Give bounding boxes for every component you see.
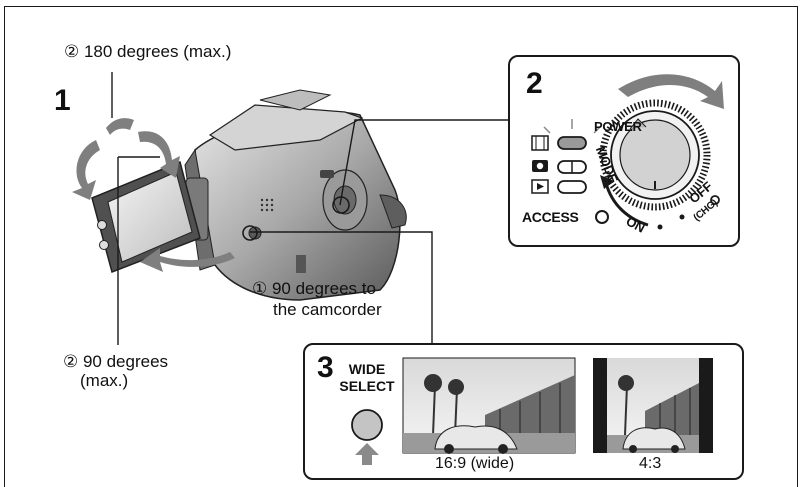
wide-select-label-line2: SELECT bbox=[339, 378, 395, 394]
standard-caption: 4:3 bbox=[639, 455, 662, 472]
wide-select-marker bbox=[242, 225, 258, 241]
access-lamp bbox=[595, 210, 609, 224]
movie-lamp bbox=[557, 136, 587, 150]
callout-180-degrees: ② 180 degrees (max.) bbox=[64, 42, 232, 61]
callout-90-degrees-max-line1: ② 90 degrees bbox=[63, 352, 169, 371]
leader-lines bbox=[111, 72, 510, 345]
play-lamp bbox=[557, 180, 587, 194]
step-number-2: 2 bbox=[526, 67, 543, 100]
power-switch-marker bbox=[332, 196, 350, 214]
power-dial-graphic bbox=[531, 74, 724, 230]
standard-photo-thumbnail bbox=[593, 358, 713, 453]
dial-rotate-arrow bbox=[618, 74, 724, 109]
wide-select-button-icon bbox=[351, 409, 383, 441]
playback-icon bbox=[531, 179, 549, 194]
camera-icon bbox=[532, 160, 548, 172]
wide-select-label-line1: WIDE bbox=[348, 361, 386, 377]
movie-icon bbox=[531, 135, 549, 151]
wide-select-graphics bbox=[351, 357, 713, 465]
step-number-1: 1 bbox=[54, 84, 71, 117]
step-number-3: 3 bbox=[317, 351, 334, 384]
figure-frame bbox=[4, 6, 798, 487]
wide-select-panel: 3 WIDE SELECT bbox=[303, 343, 744, 480]
wide-caption: 16:9 (wide) bbox=[435, 455, 515, 472]
callout-90-degrees-to-camcorder-line2: the camcorder bbox=[273, 300, 382, 319]
camcorder-body bbox=[184, 89, 407, 301]
access-label: ACCESS bbox=[522, 209, 579, 225]
lcd-screen bbox=[91, 160, 201, 273]
callout-90-degrees-max-line2: (max.) bbox=[80, 371, 129, 390]
callout-90-degrees-to-camcorder-line1: ① 90 degrees to bbox=[252, 279, 376, 298]
press-arrow-icon bbox=[355, 443, 379, 465]
power-switch-panel: 2 bbox=[508, 55, 740, 247]
rotation-arrows bbox=[72, 118, 235, 272]
wide-photo-thumbnail bbox=[402, 357, 576, 454]
power-label: POWER bbox=[594, 119, 642, 134]
